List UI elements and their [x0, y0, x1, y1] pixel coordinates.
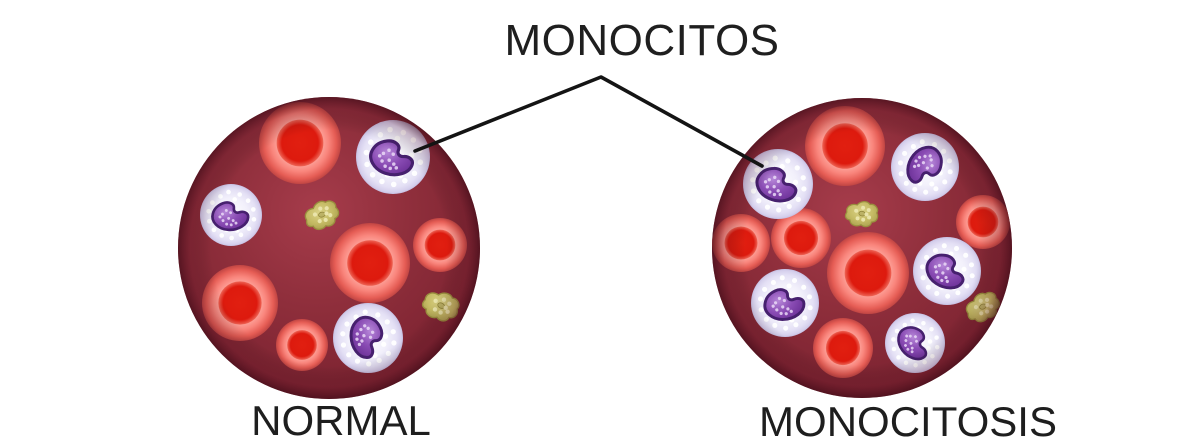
vessel-vignette — [178, 97, 480, 399]
vessel-vignette — [712, 98, 1012, 398]
pointer-line — [413, 75, 764, 168]
title-monocitos: MONOCITOS — [504, 16, 780, 65]
panel-monocitosis — [712, 98, 1012, 398]
panel-normal — [178, 97, 480, 399]
label-monocitosis: MONOCITOSIS — [759, 398, 1057, 445]
label-normal: NORMAL — [251, 397, 431, 444]
